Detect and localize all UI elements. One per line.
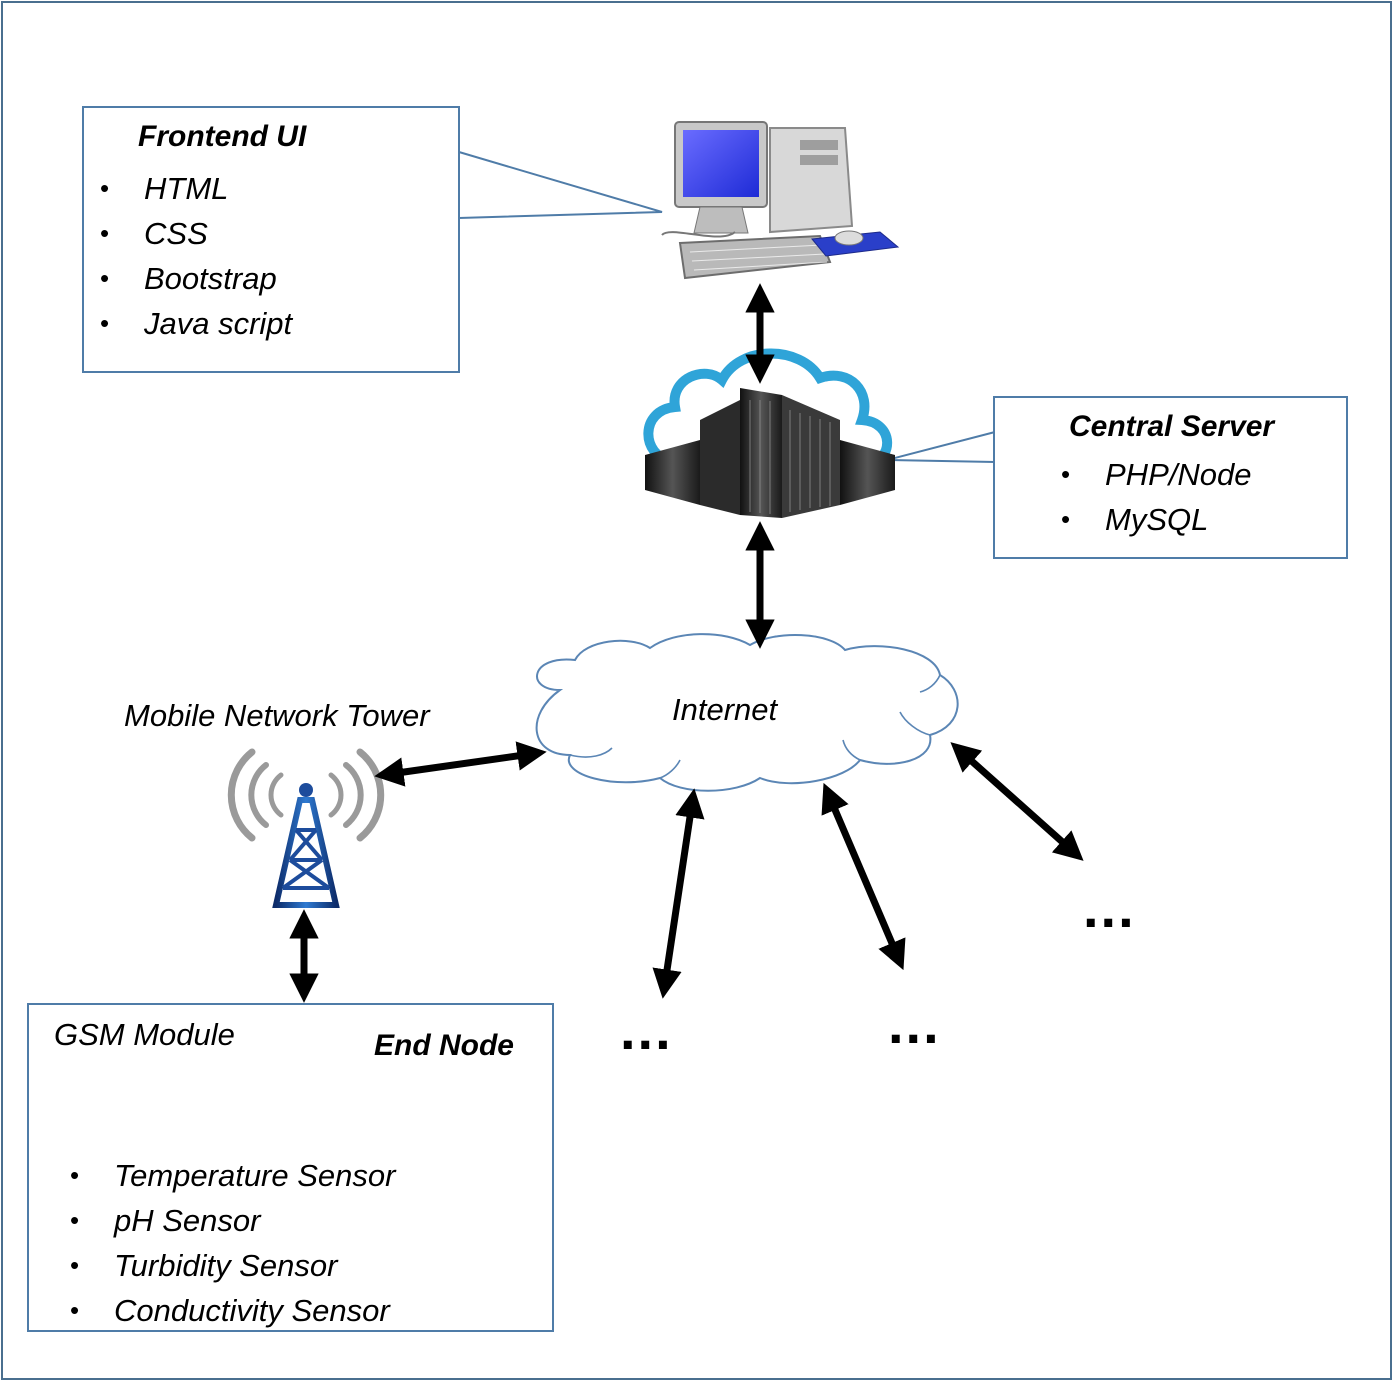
cloud-server-icon xyxy=(643,348,895,518)
arrow-tower-internet xyxy=(374,741,547,787)
item-label: PHP/Node xyxy=(1105,457,1252,492)
bullet: • xyxy=(70,1205,80,1235)
frontend-tech-list: • HTML • CSS • Bootstrap • Java script xyxy=(100,166,293,346)
list-item: • Conductivity Sensor xyxy=(70,1288,395,1333)
more-nodes-ellipsis-1: ... xyxy=(620,998,673,1061)
list-item: • Java script xyxy=(100,301,293,346)
list-item: • PHP/Node xyxy=(1061,452,1252,497)
internet-label: Internet xyxy=(672,692,778,727)
cell-tower-icon xyxy=(227,748,385,908)
frontend-ui-box: Frontend UI • HTML • CSS • Bootstrap • Java … xyxy=(82,106,460,373)
bullet: • xyxy=(100,218,110,248)
item-label: Java script xyxy=(144,306,293,341)
bullet: • xyxy=(100,308,110,338)
item-label: MySQL xyxy=(1105,502,1209,537)
central-server-title: Central Server xyxy=(1069,410,1275,443)
item-label: Conductivity Sensor xyxy=(114,1293,390,1328)
list-item: • Temperature Sensor xyxy=(70,1153,396,1198)
item-label: Temperature Sensor xyxy=(114,1158,396,1193)
more-nodes-ellipsis-3: ... xyxy=(1083,876,1136,939)
list-item: • CSS xyxy=(100,211,292,256)
bullet: • xyxy=(100,263,110,293)
item-label: pH Sensor xyxy=(114,1203,261,1238)
list-item: • Turbidity Sensor xyxy=(70,1243,395,1288)
bullet: • xyxy=(70,1250,80,1280)
item-label: Bootstrap xyxy=(144,261,277,296)
tower-label: Mobile Network Tower xyxy=(124,698,430,733)
list-item: • pH Sensor xyxy=(70,1198,395,1243)
arrow-internet-node-4 xyxy=(950,742,1084,861)
list-item: • Bootstrap xyxy=(100,256,292,301)
connection-arrows xyxy=(289,283,1084,1003)
bullet: • xyxy=(1061,459,1071,489)
central-server-box: Central Server • PHP/Node • MySQL xyxy=(993,396,1348,559)
frontend-ui-title: Frontend UI xyxy=(138,120,307,153)
list-item: • MySQL xyxy=(1061,497,1251,542)
list-item: • HTML xyxy=(100,166,292,211)
arrow-internet-node-2 xyxy=(652,788,705,999)
bullet: • xyxy=(100,173,110,203)
more-nodes-ellipsis-2: ... xyxy=(888,992,941,1055)
end-node-box: GSM Module End Node • Temperature Sensor … xyxy=(27,1003,554,1332)
item-label: CSS xyxy=(144,216,208,251)
sensor-list: • Temperature Sensor • pH Sensor • Turbidit… xyxy=(70,1153,396,1333)
bullet: • xyxy=(70,1295,80,1325)
desktop-computer-icon xyxy=(661,121,900,280)
bullet: • xyxy=(70,1160,80,1190)
item-label: HTML xyxy=(144,171,229,206)
server-tech-list: • PHP/Node • MySQL xyxy=(1061,452,1252,542)
end-node-title: End Node xyxy=(374,1029,514,1062)
bullet: • xyxy=(1061,504,1071,534)
gsm-module-label: GSM Module xyxy=(54,1017,235,1052)
arrow-internet-node-3 xyxy=(821,782,906,971)
internet-cloud xyxy=(535,633,959,792)
item-label: Turbidity Sensor xyxy=(114,1248,338,1283)
